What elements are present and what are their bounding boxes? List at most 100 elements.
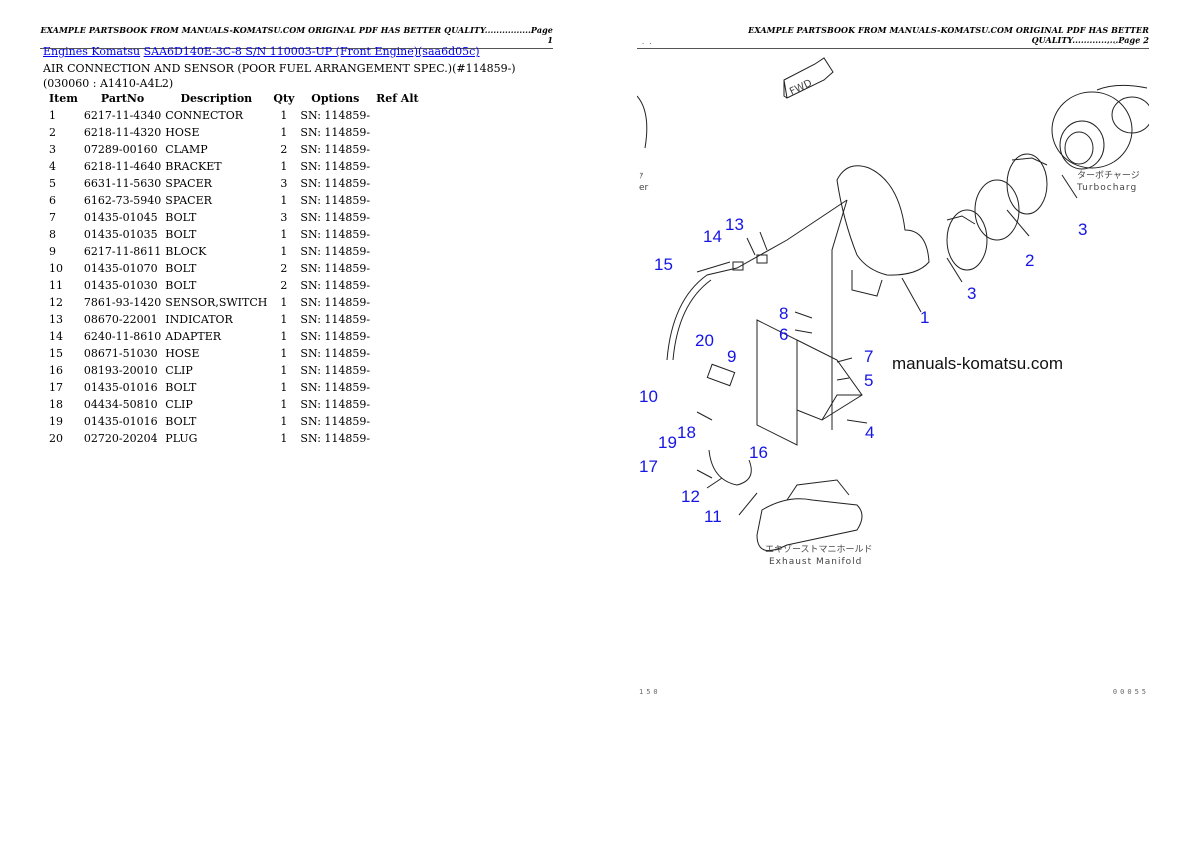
part-number-cell: 08670-22001 (83, 313, 158, 326)
description-cell: BLOCK (165, 245, 207, 258)
breadcrumb-link-engines[interactable]: Engines Komatsu (43, 45, 141, 58)
ref-alt-cell (372, 192, 423, 209)
item-number-cell: 15 (49, 347, 63, 360)
description-cell: SENSOR,SWITCH (165, 296, 268, 309)
options-cell: SN: 114859- (300, 415, 371, 428)
callout-3a: 3 (967, 284, 976, 303)
col-options: Options (311, 92, 360, 105)
quantity-cell: 1 (280, 330, 288, 343)
ref-alt-cell (372, 175, 423, 192)
part-number-cell: 6217-11-8611 (83, 245, 162, 258)
item-number-cell: 4 (49, 160, 56, 173)
description-cell: HOSE (165, 347, 200, 360)
svg-text:Turbocharg: Turbocharg (1076, 183, 1137, 193)
col-item: Item (49, 92, 78, 105)
quantity-cell: 3 (280, 211, 288, 224)
scan-mark: .. (641, 38, 656, 46)
quantity-cell: 1 (280, 347, 288, 360)
page-header: EXAMPLE PARTSBOOK FROM MANUALS-KOMATSU.C… (40, 25, 553, 49)
part-number-cell: 07289-00160 (83, 143, 158, 156)
part-number-cell: 01435-01045 (83, 211, 158, 224)
callout-2: 2 (1025, 251, 1034, 270)
ref-alt-cell (372, 294, 423, 311)
options-cell: SN: 114859- (300, 381, 371, 394)
callout-1: 1 (920, 308, 929, 327)
description-cell: SPACER (165, 194, 212, 207)
options-cell: SN: 114859- (300, 398, 371, 411)
col-description: Description (180, 92, 253, 105)
options-cell: SN: 114859- (300, 347, 371, 360)
part-number-cell: 04434-50810 (83, 398, 158, 411)
diagram-page: EXAMPLE PARTSBOOK FROM MANUALS-KOMATSU.C… (636, 0, 1153, 842)
quantity-cell: 1 (280, 415, 288, 428)
quantity-cell: 1 (280, 432, 288, 445)
callout-18: 18 (677, 423, 696, 442)
callout-14: 14 (703, 227, 722, 246)
ref-alt-cell (372, 345, 423, 362)
part-number-cell: 6631-11-5630 (83, 177, 162, 190)
description-cell: BOLT (165, 381, 197, 394)
item-number-cell: 18 (49, 398, 63, 411)
quantity-cell: 1 (280, 160, 288, 173)
ref-alt-cell (372, 209, 423, 226)
description-cell: BOLT (165, 279, 197, 292)
quantity-cell: 1 (280, 296, 288, 309)
description-cell: CLAMP (165, 143, 208, 156)
options-cell: SN: 114859- (300, 194, 371, 207)
cropped-label: ｧ (639, 171, 644, 181)
part-number-cell: 7861-93-1420 (83, 296, 162, 309)
footer-code-left: 150 (639, 688, 661, 696)
quantity-cell: 1 (280, 381, 288, 394)
watermark-text: manuals-komatsu.com (892, 354, 1064, 373)
callout-12: 12 (681, 487, 700, 506)
fwd-arrow-icon (783, 57, 834, 99)
part-number-cell: 01435-01030 (83, 279, 158, 292)
description-cell: CONNECTOR (165, 109, 244, 122)
quantity-cell: 1 (280, 313, 288, 326)
callout-5: 5 (864, 371, 873, 390)
callout-13: 13 (725, 215, 744, 234)
description-cell: BOLT (165, 211, 197, 224)
options-cell: SN: 114859- (300, 109, 371, 122)
svg-text:エキゾーストマニホールド: エキゾーストマニホールド (765, 544, 873, 555)
part-number-cell: 6218-11-4640 (83, 160, 162, 173)
callout-3b: 3 (1078, 220, 1087, 239)
ref-alt-cell (372, 277, 423, 294)
part-number-cell: 01435-01035 (83, 228, 158, 241)
description-cell: CLIP (165, 364, 193, 377)
table-header-row: Item PartNo Description Qty Options Ref … (45, 90, 423, 107)
quantity-cell: 1 (280, 109, 288, 122)
item-number-cell: 14 (49, 330, 63, 343)
options-cell: SN: 114859- (300, 296, 371, 309)
col-qty: Qty (273, 92, 295, 105)
item-number-cell: 2 (49, 126, 56, 139)
ref-alt-cell (372, 107, 423, 124)
item-number-cell: 11 (49, 279, 63, 292)
quantity-cell: 3 (280, 177, 288, 190)
description-cell: INDICATOR (165, 313, 233, 326)
breadcrumb-link-model[interactable]: SAA6D140E-3C-8 S/N 110003-UP (Front Engi… (143, 45, 480, 58)
part-number-cell: 08193-20010 (83, 364, 158, 377)
description-cell: HOSE (165, 126, 200, 139)
ref-alt-cell (372, 379, 423, 396)
col-partno: PartNo (100, 92, 145, 105)
part-number-cell: 6218-11-4320 (83, 126, 162, 139)
quantity-cell: 1 (280, 364, 288, 377)
parts-table: Item PartNo Description Qty Options Ref … (45, 90, 423, 447)
callout-6: 6 (779, 325, 788, 344)
options-cell: SN: 114859- (300, 228, 371, 241)
parts-list-page: EXAMPLE PARTSBOOK FROM MANUALS-KOMATSU.C… (40, 0, 560, 842)
cropped-label: er (639, 183, 649, 193)
